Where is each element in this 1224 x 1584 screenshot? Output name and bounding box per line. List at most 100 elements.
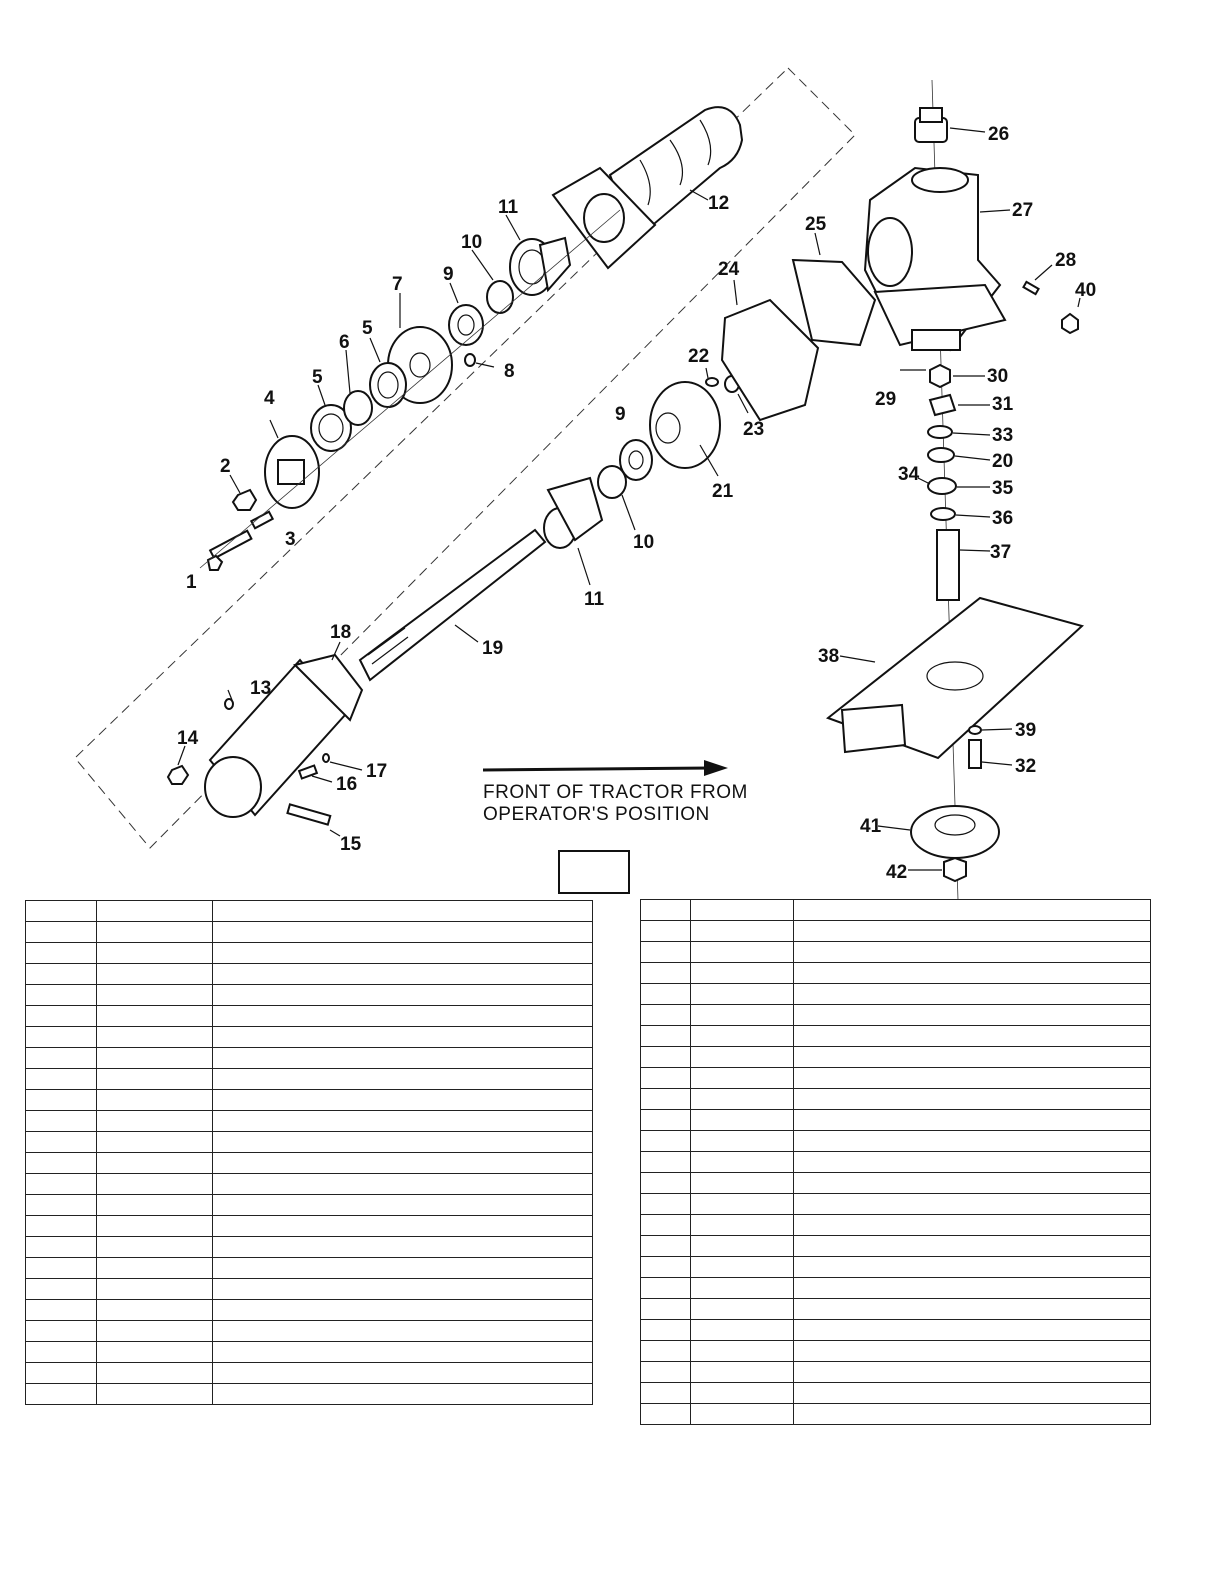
table-row <box>640 1340 1151 1362</box>
callout-15: 15 <box>340 834 362 855</box>
part-number-cell <box>690 1319 794 1341</box>
ref-cell <box>640 1256 691 1278</box>
ref-cell <box>640 1403 691 1425</box>
table-row <box>25 1047 593 1069</box>
part-number-cell <box>96 1131 213 1153</box>
description-cell <box>212 1278 593 1300</box>
ref-cell <box>640 1109 691 1131</box>
description-cell <box>212 1068 593 1090</box>
part-number-cell <box>96 1152 213 1174</box>
description-cell <box>212 1341 593 1363</box>
ref-cell <box>25 984 97 1006</box>
callout-8: 8 <box>504 361 515 382</box>
table-row <box>640 1235 1151 1257</box>
ref-cell <box>640 1004 691 1026</box>
table-row <box>640 1046 1151 1068</box>
part-number-cell <box>96 1383 213 1405</box>
front-arrow <box>482 766 713 772</box>
description-cell <box>793 1088 1151 1110</box>
part-number-cell <box>96 1236 213 1258</box>
callout-42: 42 <box>886 862 907 883</box>
part-number-cell <box>690 1361 794 1383</box>
ref-cell <box>640 920 691 942</box>
callout-2: 2 <box>220 456 231 477</box>
table-row <box>25 1299 593 1321</box>
table-row <box>25 1194 593 1216</box>
description-cell <box>793 1193 1151 1215</box>
parts-table-left <box>25 900 593 1405</box>
description-cell <box>212 1236 593 1258</box>
description-cell <box>793 1109 1151 1131</box>
ref-cell <box>25 942 97 964</box>
description-cell <box>212 1152 593 1174</box>
parts-table-right <box>640 899 1151 1425</box>
description-cell <box>793 1214 1151 1236</box>
ref-cell <box>25 1194 97 1216</box>
part-number-cell <box>96 1110 213 1132</box>
ref-cell <box>25 1215 97 1237</box>
part-number-cell <box>690 920 794 942</box>
part-number-cell <box>690 941 794 963</box>
ref-cell <box>25 1068 97 1090</box>
callout-11b: 11 <box>584 589 605 610</box>
part-number-cell <box>96 1341 213 1363</box>
description-cell <box>793 1067 1151 1089</box>
callout-16: 16 <box>336 774 357 795</box>
part-number-cell <box>96 1005 213 1027</box>
direction-note: FRONT OF TRACTOR FROM OPERATOR'S POSITIO… <box>482 760 748 825</box>
callout-25: 25 <box>805 214 827 235</box>
table-row <box>640 1109 1151 1131</box>
description-cell <box>793 1340 1151 1362</box>
callout-9b: 9 <box>615 404 626 425</box>
table-row <box>640 1256 1151 1278</box>
callout-9a: 9 <box>443 264 454 285</box>
ref-cell <box>25 1299 97 1321</box>
table-row <box>25 984 593 1006</box>
description-cell <box>793 1256 1151 1278</box>
table-row <box>640 1004 1151 1026</box>
table-row <box>640 1277 1151 1299</box>
description-cell <box>212 1089 593 1111</box>
table-row <box>640 1172 1151 1194</box>
table-row <box>25 900 593 922</box>
part-number-cell <box>690 1067 794 1089</box>
ref-cell <box>640 983 691 1005</box>
table-row <box>640 983 1151 1005</box>
part-number-cell <box>96 1068 213 1090</box>
callout-27: 27 <box>1012 200 1033 221</box>
callout-31: 31 <box>992 394 1014 415</box>
ref-cell <box>25 1257 97 1279</box>
ref-cell <box>25 1278 97 1300</box>
callout-7: 7 <box>392 274 403 295</box>
note-line-1: FRONT OF TRACTOR FROM <box>483 782 748 803</box>
part-number-cell <box>96 1362 213 1384</box>
exploded-parts-diagram: 1 2 3 4 5 6 5 7 9 8 10 11 12 13 14 15 16… <box>74 67 1096 900</box>
callout-23: 23 <box>743 419 764 440</box>
callout-33: 33 <box>992 425 1013 446</box>
table-row <box>25 1026 593 1048</box>
callout-12: 12 <box>708 193 729 214</box>
table-row <box>25 1341 593 1363</box>
ref-cell <box>640 962 691 984</box>
part-number-cell <box>690 962 794 984</box>
part-number-cell <box>690 1025 794 1047</box>
ref-cell <box>25 1362 97 1384</box>
part-number-cell <box>690 1151 794 1173</box>
callout-40: 40 <box>1075 280 1096 301</box>
callout-34: 34 <box>898 464 920 485</box>
ref-cell <box>25 1236 97 1258</box>
part-number-cell <box>690 1256 794 1278</box>
table-row <box>25 921 593 943</box>
table-row <box>25 1068 593 1090</box>
part-number-cell <box>690 1130 794 1152</box>
callout-29: 29 <box>875 389 896 410</box>
part-number-cell <box>690 899 794 921</box>
description-cell <box>793 941 1151 963</box>
table-row <box>640 1088 1151 1110</box>
description-cell <box>793 983 1151 1005</box>
description-cell <box>212 1383 593 1405</box>
callout-20: 20 <box>992 451 1013 472</box>
description-cell <box>212 1320 593 1342</box>
callout-5b: 5 <box>362 318 373 339</box>
ref-cell <box>640 1277 691 1299</box>
